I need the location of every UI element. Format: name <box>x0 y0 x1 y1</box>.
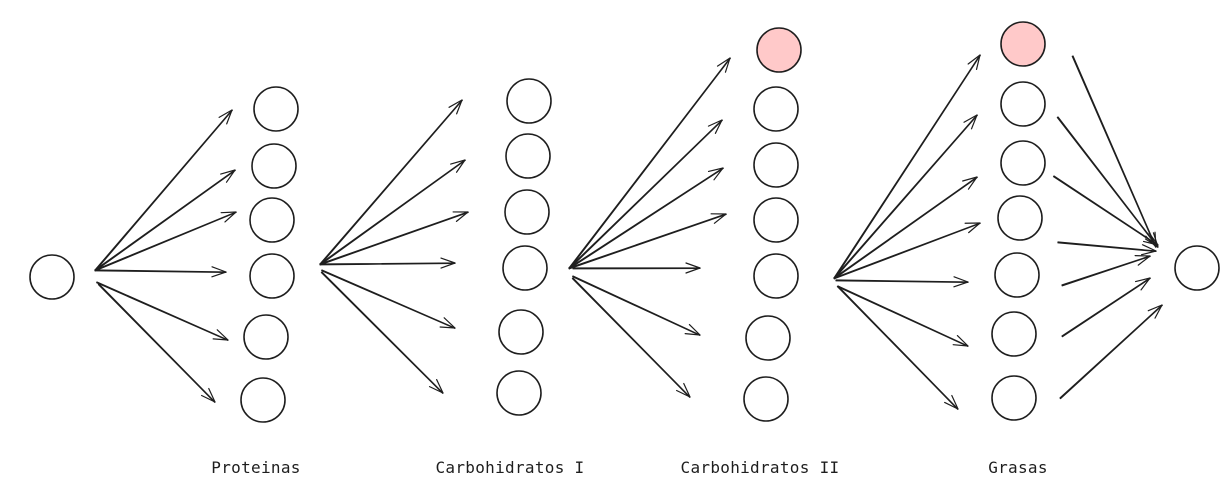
edge-arrow-10 <box>319 257 456 269</box>
edge-arrow-28 <box>1056 116 1159 248</box>
edge-arrow-25 <box>837 285 969 347</box>
node-grasas-1 <box>1000 21 1046 67</box>
node-proteinas-6 <box>240 377 286 423</box>
node-carbohidratos-ii-5 <box>753 253 799 299</box>
edge-arrow-29 <box>1052 175 1159 246</box>
edge-arrow-8 <box>319 159 466 266</box>
node-proteinas-5 <box>243 314 289 360</box>
edge-arrow-19 <box>571 277 691 398</box>
edge-arrow-31 <box>1061 255 1151 287</box>
edge-arrow-14 <box>568 119 723 270</box>
edge-arrow-5 <box>96 281 229 341</box>
edge-arrow-11 <box>321 269 456 329</box>
edge-arrow-33 <box>1059 304 1163 400</box>
node-grasas-3 <box>1000 140 1046 186</box>
edge-arrow-21 <box>833 114 978 280</box>
edge-arrow-16 <box>568 213 727 270</box>
layer-label-carbohidratos-2: Carbohidratos II <box>680 458 840 477</box>
node-proteinas-2 <box>251 143 297 189</box>
edge-arrow-7 <box>319 99 463 266</box>
node-carbohidratos-ii-1 <box>756 27 802 73</box>
nodes-group <box>29 21 1220 423</box>
node-grasas-4 <box>997 195 1043 241</box>
edge-arrow-2 <box>94 169 236 272</box>
layer-label-proteinas: Proteinas <box>211 458 301 477</box>
edge-arrow-22 <box>833 176 978 280</box>
edge-arrow-13 <box>568 57 731 270</box>
node-grasas-2 <box>1000 81 1046 127</box>
layer-label-grasas: Grasas <box>988 458 1048 477</box>
node-proteinas-1 <box>253 86 299 132</box>
node-carbohidratos-ii-6 <box>745 315 791 361</box>
node-carbohidratos-ii-4 <box>753 197 799 243</box>
edge-arrow-20 <box>833 54 981 280</box>
node-carbohidratos-ii-7 <box>743 376 789 422</box>
node-output-1 <box>1174 245 1220 291</box>
edge-arrow-15 <box>568 167 724 270</box>
edge-arrow-30 <box>1057 241 1157 256</box>
edge-arrow-26 <box>836 285 959 410</box>
edge-arrow-9 <box>319 211 469 266</box>
node-carbohidratos-i-2 <box>505 133 551 179</box>
edge-arrow-3 <box>94 211 237 272</box>
node-carbohidratos-ii-3 <box>753 142 799 188</box>
layer-label-carbohidratos-1: Carbohidratos I <box>435 458 585 477</box>
node-carbohidratos-i-4 <box>502 245 548 291</box>
node-carbohidratos-i-5 <box>498 309 544 355</box>
edge-arrow-24 <box>835 276 969 288</box>
node-grasas-6 <box>991 311 1037 357</box>
edge-arrow-32 <box>1061 277 1151 338</box>
edge-arrow-12 <box>320 271 444 394</box>
node-grasas-5 <box>994 252 1040 298</box>
node-carbohidratos-i-1 <box>506 78 552 124</box>
node-carbohidratos-i-6 <box>496 370 542 416</box>
node-carbohidratos-ii-2 <box>753 86 799 132</box>
edge-arrow-6 <box>97 283 216 403</box>
node-proteinas-4 <box>249 253 295 299</box>
edge-arrow-18 <box>572 275 701 336</box>
edge-arrow-23 <box>833 222 981 280</box>
node-proteinas-3 <box>249 197 295 243</box>
edge-arrow-4 <box>94 266 227 278</box>
node-carbohidratos-i-3 <box>504 189 550 235</box>
edge-arrow-17 <box>572 262 701 274</box>
node-grasas-7 <box>991 375 1037 421</box>
edge-arrow-1 <box>94 109 233 272</box>
edges-group <box>94 54 1163 410</box>
node-input-1 <box>29 254 75 300</box>
